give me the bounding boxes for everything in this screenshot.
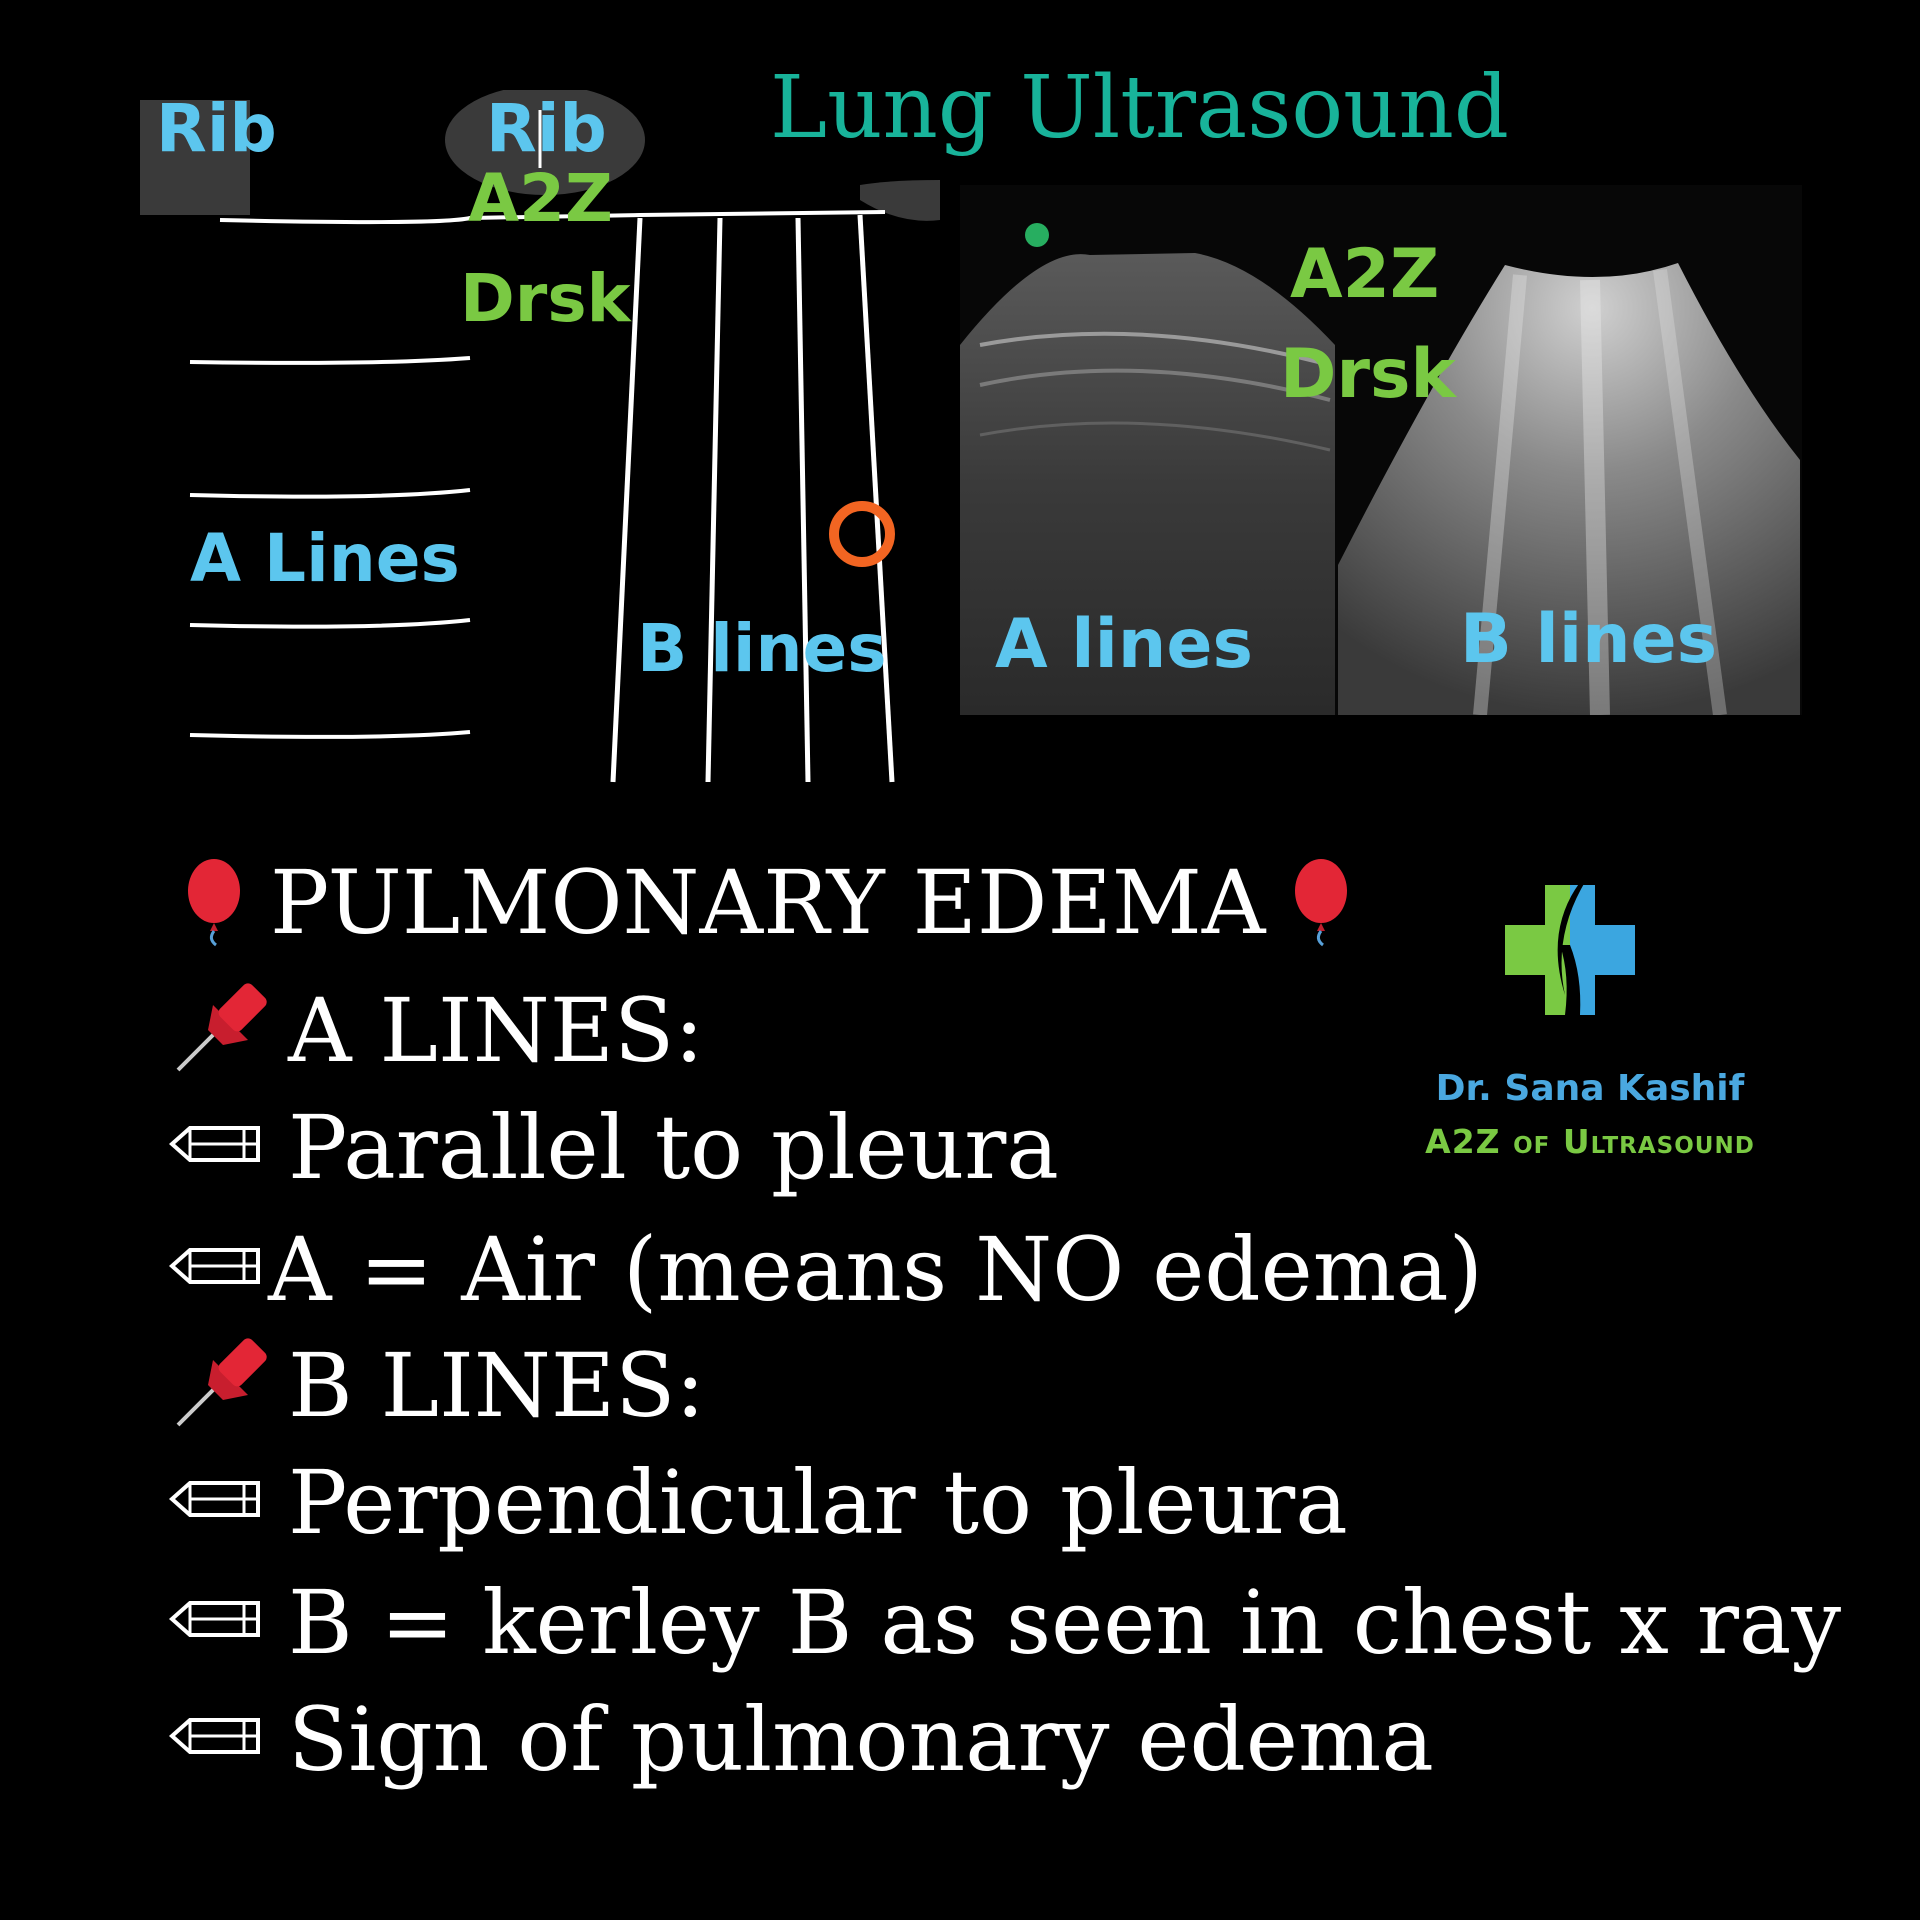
b-lines-title: B LINES:: [288, 1334, 706, 1437]
b-line-artifact-1: [1473, 274, 1527, 716]
b-lines-label: B lines: [637, 610, 887, 687]
us-watermark-a2z: A2Z: [1290, 235, 1440, 314]
medical-cross-logo-icon: [1505, 860, 1635, 1015]
a-lines-title-line: A LINES:: [168, 975, 704, 1075]
balloon-icon: [168, 855, 260, 947]
rib-center-label: Rib: [486, 90, 607, 167]
a-line-artifact-3: [979, 421, 1331, 452]
ultrasound-images-panel: A2Z Drsk A lines B lines: [960, 185, 1802, 716]
a-lines-sonogram: [960, 253, 1335, 715]
watermark-a2z: A2Z: [468, 160, 613, 237]
b-line-3: [795, 217, 811, 783]
b-line-artifact-2: [1580, 279, 1610, 716]
a-line-4: [189, 730, 471, 739]
logo-name: Dr. Sana Kashif: [1435, 1068, 1745, 1109]
diagram-drawing: [140, 85, 940, 783]
a-line-artifact-1: [979, 331, 1331, 367]
watermark-drsk: Drsk: [460, 260, 631, 337]
rib-center-shadow: [445, 85, 645, 195]
a-line-3: [189, 618, 471, 629]
probe-orientation-dot: [1025, 223, 1049, 247]
rib-left-label: Rib: [156, 90, 277, 167]
b-point-1: Perpendicular to pleura: [288, 1451, 1348, 1554]
b-line-4: [857, 214, 895, 783]
b-line-2: [705, 217, 723, 783]
a-lines-label: A Lines: [190, 520, 460, 597]
rib-left-shadow: [140, 100, 250, 215]
pencil-icon: [168, 1575, 264, 1637]
b-line-artifact-3: [1653, 269, 1727, 716]
b-lines-sonogram: [1338, 263, 1800, 715]
pencil-icon: [168, 1692, 264, 1754]
pencil-icon: [168, 1100, 264, 1162]
a-line-artifact-2: [979, 368, 1331, 402]
heading-text: PULMONARY EDEMA: [270, 851, 1266, 954]
cursor-circle-marker: [829, 501, 895, 567]
us-a-lines-label: A lines: [995, 605, 1253, 684]
pushpin-icon: [168, 975, 278, 1075]
pencil-icon: [168, 1455, 264, 1517]
heading-line: PULMONARY EDEMA: [168, 855, 1377, 947]
a-point-1: Parallel to pleura: [288, 1096, 1059, 1199]
a-point-2: A = Air (means NO edema): [268, 1218, 1483, 1321]
b-line-1: [610, 217, 643, 783]
balloon-icon: [1275, 855, 1367, 947]
rib-right-shadow: [860, 180, 940, 221]
pencil-icon: [168, 1222, 264, 1284]
b-point-2: B = kerley B as seen in chest x ray: [288, 1571, 1842, 1674]
logo-tagline: A2Z of Ultrasound: [1425, 1122, 1755, 1161]
lung-lines-diagram: Rib Rib A2Z Drsk A Lines B lines: [140, 85, 960, 790]
b-point-1-line: Perpendicular to pleura: [168, 1455, 1348, 1547]
pleural-line: [219, 210, 886, 225]
a-lines-title: A LINES:: [288, 979, 704, 1082]
us-watermark-drsk: Drsk: [1280, 335, 1456, 414]
logo: [1470, 855, 1890, 1175]
us-b-lines-label: B lines: [1460, 600, 1718, 679]
a-line-1: [189, 356, 471, 365]
a-point-1-line: Parallel to pleura: [168, 1100, 1059, 1192]
a-point-2-line: A = Air (means NO edema): [168, 1222, 1483, 1314]
b-point-3-line: Sign of pulmonary edema: [168, 1692, 1434, 1784]
ultrasound-drawing: [960, 223, 1800, 716]
b-lines-title-line: B LINES:: [168, 1330, 705, 1430]
page-title: Lung Ultrasound: [770, 58, 1509, 158]
a-line-2: [189, 488, 471, 499]
pushpin-icon: [168, 1330, 278, 1430]
b-point-3: Sign of pulmonary edema: [288, 1688, 1434, 1791]
b-point-2-line: B = kerley B as seen in chest x ray: [168, 1575, 1841, 1667]
